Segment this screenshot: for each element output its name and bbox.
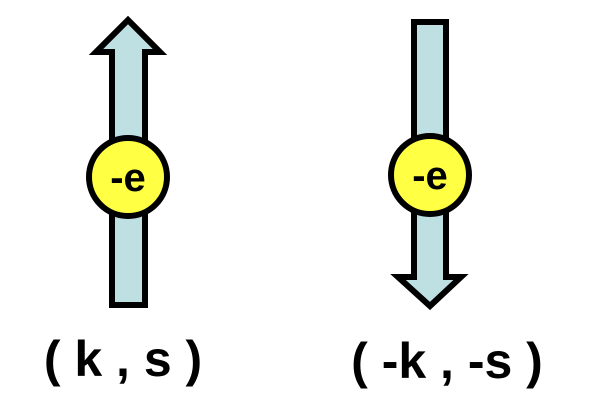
electron-right-charge: -e: [412, 154, 448, 198]
label-right: ( -k , -s ): [351, 333, 543, 389]
electron-right: -e: [388, 19, 472, 311]
electron-right-circle: [388, 133, 472, 217]
electron-left-charge: -e: [110, 156, 146, 200]
label-left: ( k , s ): [44, 331, 202, 387]
electron-left-circle: [86, 135, 170, 219]
electron-left: -e: [86, 15, 170, 308]
